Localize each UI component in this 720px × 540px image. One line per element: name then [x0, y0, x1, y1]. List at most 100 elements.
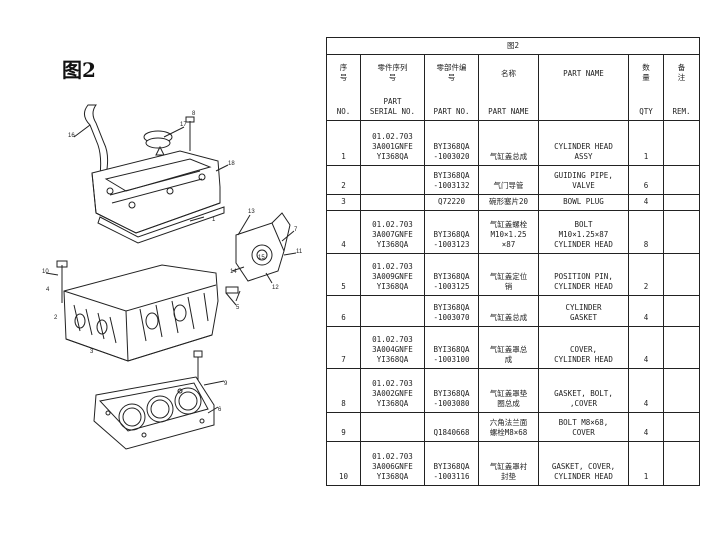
callout-8: 8 — [192, 111, 196, 117]
row-name-en: GUIDING PIPE, VALVE — [538, 165, 629, 195]
row-no: 8 — [326, 368, 361, 413]
row-name-en: COVER, CYLINDER HEAD — [538, 326, 629, 369]
parts-list-table: 图2 序 号 零件序列 号 零部件编 号 名称 PART NAME 数 量 备 … — [325, 37, 701, 486]
callout-numbers: 17 16 18 8 13 7 11 12 14 10 5 9 6 1 2 3 … — [42, 111, 303, 413]
header-qty-cn: 数 量 — [628, 54, 664, 95]
row-qty: 4 — [628, 194, 664, 211]
row-name-cn: 气缸盖罩垫 圈总成 — [478, 368, 539, 413]
callout-15: 15 — [258, 255, 265, 261]
row-name-en: CYLINDER HEAD ASSY — [538, 120, 629, 166]
header-rem-en: REM. — [662, 94, 701, 121]
callout-16: 16 — [68, 133, 75, 139]
callout-11: 11 — [296, 249, 303, 255]
row-qty: 2 — [628, 253, 664, 296]
row-qty: 8 — [628, 210, 664, 254]
row-serial: 01.02.703 3A009GNFE YI368QA — [360, 253, 425, 296]
header-no-en: NO. — [326, 94, 361, 121]
row-name-cn: 气门导管 — [478, 165, 539, 195]
row-part-no: Q1840668 — [424, 412, 479, 442]
callout-12: 12 — [272, 285, 279, 291]
row-no: 6 — [326, 295, 361, 327]
table-row: 8 01.02.703 3A002GNFE YI368QA BYI368QA -… — [326, 368, 701, 413]
row-serial: 01.02.703 3A001GNFE YI368QA — [360, 120, 425, 166]
header-name-en: PART NAME — [538, 54, 629, 95]
row-no: 5 — [326, 253, 361, 296]
row-name-en: POSITION PIN, CYLINDER HEAD — [538, 253, 629, 296]
row-name-cn: 气缸盖定位 销 — [478, 253, 539, 296]
header-partno-en: PART NO. — [424, 94, 479, 121]
row-rem — [662, 165, 701, 195]
row-serial: 01.02.703 3A006GNFE YI368QA — [360, 441, 425, 486]
row-qty: 4 — [628, 295, 664, 327]
callout-13: 13 — [248, 209, 255, 215]
row-serial: 01.02.703 3A004GNFE YI368QA — [360, 326, 425, 369]
header-qty-en: QTY — [628, 94, 664, 121]
header-rem-cn: 备 注 — [662, 54, 701, 95]
row-name-en: BOWL PLUG — [538, 194, 629, 211]
row-rem — [662, 253, 701, 296]
row-part-no: BYI368QA -1003123 — [424, 210, 479, 254]
table-row: 9 Q1840668 六角法兰面 螺栓M8×68 BOLT M8×68, COV… — [326, 412, 701, 442]
row-rem — [662, 210, 701, 254]
row-no: 10 — [326, 441, 361, 486]
table-row: 4 01.02.703 3A007GNFE YI368QA BYI368QA -… — [326, 210, 701, 254]
row-part-no: BYI368QA -1003070 — [424, 295, 479, 327]
header-partno-cn: 零部件编 号 — [424, 54, 479, 95]
header-blank-en — [538, 94, 629, 121]
row-rem — [662, 326, 701, 369]
header-serial-en: PART SERIAL NO. — [360, 94, 425, 121]
row-part-no: BYI368QA -1003020 — [424, 120, 479, 166]
row-name-en: GASKET, BOLT, ,COVER — [538, 368, 629, 413]
row-rem — [662, 295, 701, 327]
row-name-en: BOLT M10×1.25×87 CYLINDER HEAD — [538, 210, 629, 254]
row-part-no: BYI368QA -1003116 — [424, 441, 479, 486]
callout-4: 4 — [46, 287, 50, 293]
row-qty: 1 — [628, 120, 664, 166]
row-rem — [662, 368, 701, 413]
row-no: 1 — [326, 120, 361, 166]
row-qty: 6 — [628, 165, 664, 195]
callout-17: 17 — [180, 122, 187, 128]
callout-3: 3 — [90, 349, 94, 355]
callout-1: 1 — [212, 217, 216, 223]
row-part-no: BYI368QA -1003100 — [424, 326, 479, 369]
row-part-no: BYI368QA -1003080 — [424, 368, 479, 413]
callout-5: 5 — [236, 305, 240, 311]
row-no: 9 — [326, 412, 361, 442]
row-serial — [360, 295, 425, 327]
table-row: 7 01.02.703 3A004GNFE YI368QA BYI368QA -… — [326, 326, 701, 369]
header-serial-cn: 零件序列 号 — [360, 54, 425, 95]
row-name-cn: 六角法兰面 螺栓M8×68 — [478, 412, 539, 442]
header-no-cn: 序 号 — [326, 54, 361, 95]
exploded-view-drawing: 17 16 18 8 13 7 11 12 14 10 5 9 6 1 2 3 … — [42, 104, 303, 450]
callout-2: 2 — [54, 315, 58, 321]
table-row: 3 Q72220 碗形塞片20 BOWL PLUG 4 — [326, 194, 701, 211]
table-title-row: 图2 — [325, 37, 701, 55]
row-part-no: BYI368QA -1003125 — [424, 253, 479, 296]
table-row: 5 01.02.703 3A009GNFE YI368QA BYI368QA -… — [326, 253, 701, 296]
callout-18: 18 — [228, 161, 235, 167]
row-name-cn: 气缸盖总成 — [478, 120, 539, 166]
row-serial — [360, 194, 425, 211]
row-rem — [662, 412, 701, 442]
row-qty: 4 — [628, 326, 664, 369]
row-name-en: CYLINDER GASKET — [538, 295, 629, 327]
callout-6: 6 — [218, 407, 222, 413]
callout-10: 10 — [42, 269, 49, 275]
row-no: 4 — [326, 210, 361, 254]
engine-drawing-lines — [45, 104, 297, 450]
callout-14: 14 — [230, 269, 237, 275]
figure-label: 图2 — [62, 58, 96, 82]
row-name-cn: 气缸盖罩衬 封垫 — [478, 441, 539, 486]
table-title: 图2 — [325, 37, 701, 55]
table-header-cn-row: 序 号 零件序列 号 零部件编 号 名称 PART NAME 数 量 备 注 — [326, 54, 701, 95]
row-part-no: BYI368QA -1003132 — [424, 165, 479, 195]
row-serial — [360, 165, 425, 195]
row-name-en: GASKET, COVER, CYLINDER HEAD — [538, 441, 629, 486]
row-qty: 1 — [628, 441, 664, 486]
callout-7: 7 — [294, 227, 298, 233]
row-name-cn: 气缸盖螺栓 M10×1.25 ×87 — [478, 210, 539, 254]
header-partname-en: PART NAME — [478, 94, 539, 121]
row-no: 2 — [326, 165, 361, 195]
row-qty: 4 — [628, 412, 664, 442]
